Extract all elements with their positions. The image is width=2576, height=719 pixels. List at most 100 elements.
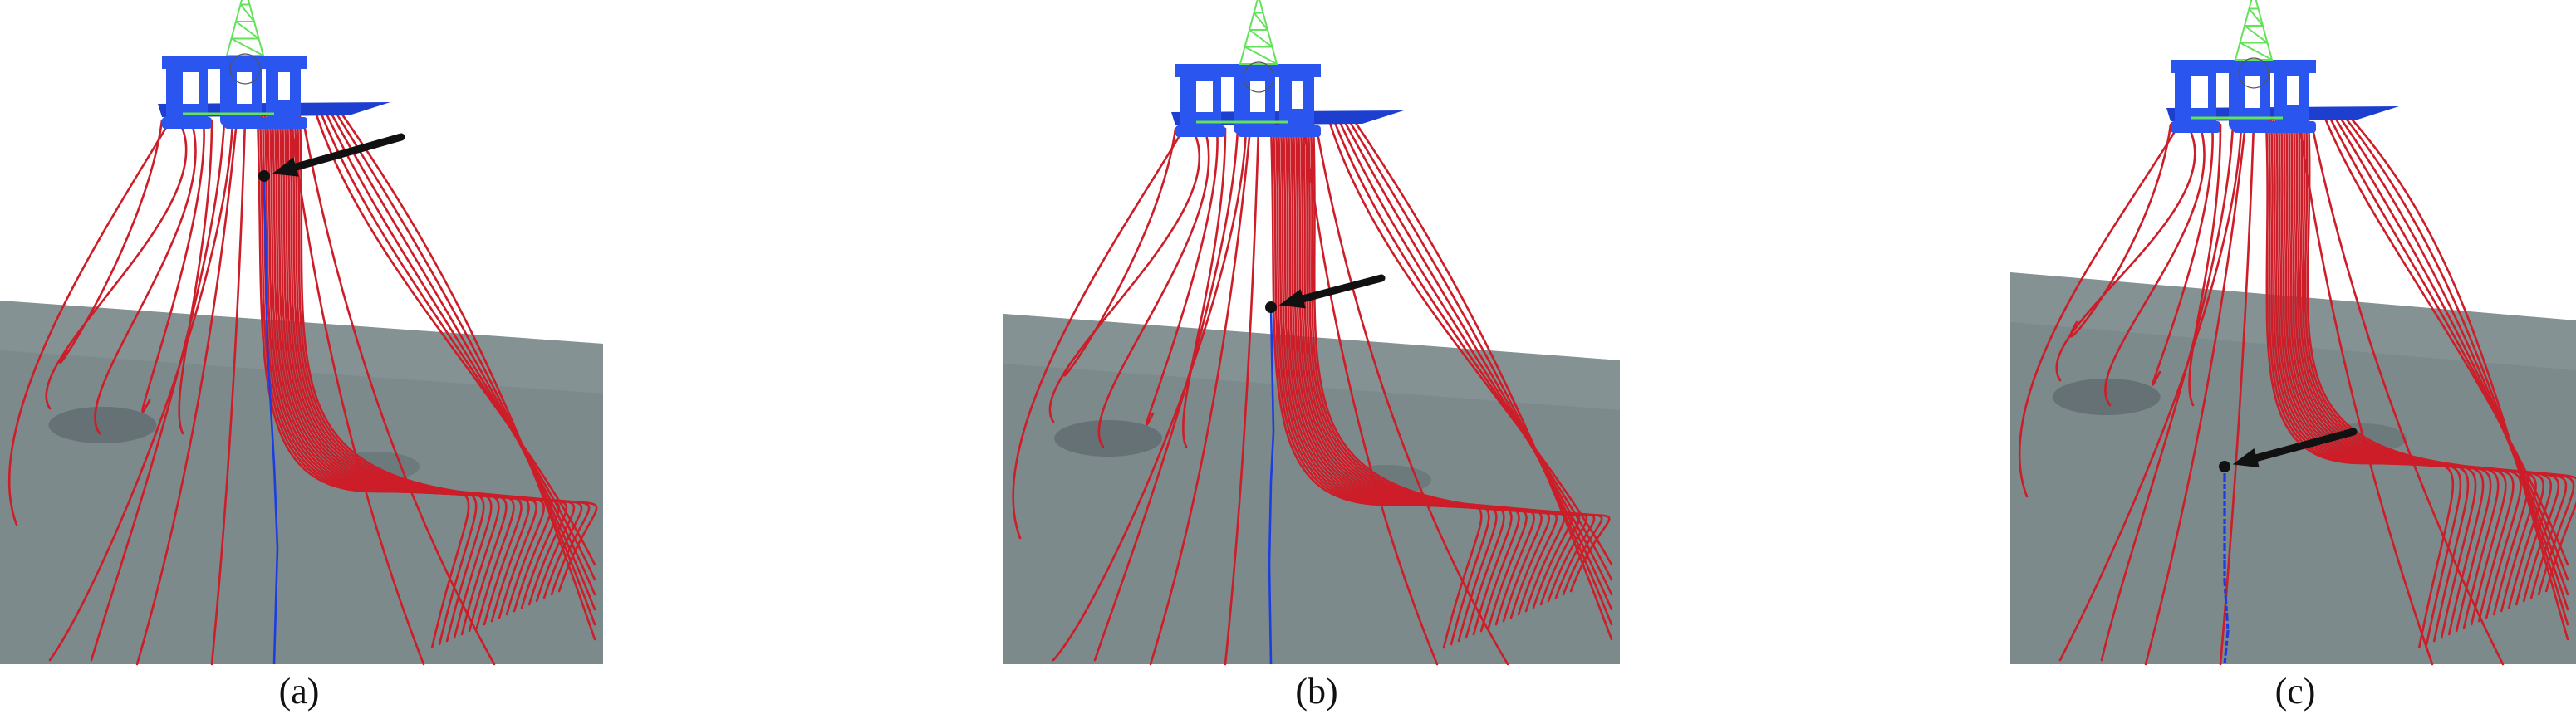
riser-line [2219,123,2255,666]
riser-line [2144,123,2247,666]
riser-line [314,110,596,566]
platform-pontoon [224,117,307,129]
platform-opening [2287,76,2299,105]
platform-opening [2191,76,2208,108]
platform-opening [2245,76,2260,108]
pointer-arrow-icon [272,133,405,177]
riser-line [2298,123,2434,666]
seabed-shadow [48,407,157,443]
derrick-brace [2248,7,2264,27]
riser-line [2058,123,2243,662]
riser-line [339,110,596,641]
riser-line [7,119,172,526]
riser-line [1149,127,1252,666]
riser-line [1342,119,1613,611]
riser-line [1315,127,1509,666]
derrick-brace [235,21,260,40]
riser-line [2348,115,2569,641]
riser-line [329,110,596,611]
riser-line [141,119,205,413]
caption-panel-a: (a) [278,671,320,712]
riser-line [1182,127,1227,448]
riser-line [1224,127,1260,666]
pointer-arrow-icon [1278,274,1386,309]
semi-submersible-platform-icon [2166,60,2399,133]
riser-line [48,119,234,662]
arrow-head [272,157,299,177]
semi-submersible-platform-icon [1171,64,1404,137]
dropped-object-marker-icon [1265,301,1277,313]
derrick-brace [239,3,255,22]
riser-line [45,119,188,410]
riser-line [296,115,591,596]
riser-line [59,119,164,364]
riser-line [1303,127,1439,666]
derrick-brace [1249,29,1273,48]
derrick-brace [2240,42,2273,61]
riser-line [2310,123,2505,666]
derrick-tower-icon [1239,0,1278,65]
riser-line [94,119,197,435]
dropped-object-marker-icon [258,170,270,182]
dropped-object-trajectory [1268,306,1275,665]
riser-line [2323,115,2569,566]
riser-line [1048,127,1200,423]
riser-line [1352,119,1613,641]
caption-panel-b: (b) [1295,671,1338,712]
platform-opening [183,72,199,104]
riser-line [319,110,596,581]
riser-line [2328,115,2569,581]
platform-pontoon [1175,125,1225,137]
riser-line [1052,127,1248,662]
riser-line [210,119,247,666]
risers-group [2018,115,2576,666]
riser-line [1309,123,1603,596]
riser-line [1307,123,1596,599]
riser-line [2055,123,2196,382]
platform-opening [1292,81,1303,109]
arrow-shaft [2253,428,2358,462]
riser-line [1097,127,1210,448]
seabed-plane [2010,272,2576,664]
riser-line [291,115,576,603]
riser-line [2333,115,2569,596]
riser-line [2152,123,2214,386]
seabed-shadow [1054,420,1163,457]
riser-line [2338,115,2569,611]
riser-line [334,110,596,626]
arrow-head [2232,448,2260,468]
arrow-shaft [1299,274,1386,303]
platform-upper-deck [162,56,307,69]
riser-line [1312,123,1611,593]
seabed-plane [1003,314,1620,664]
riser-line [2104,123,2206,407]
platform-opening [278,72,290,100]
riser-line [1062,127,1177,377]
riser-line [1337,119,1613,596]
riser-line [90,119,226,662]
riser-line [324,110,596,596]
platform-pontoon [1238,125,1321,137]
panel-c [2010,0,2576,666]
dropped-object-marker-icon [2219,461,2230,472]
panel-a [0,0,603,666]
caption-panel-c: (c) [2274,671,2316,712]
derrick-tower-icon [2234,0,2274,61]
arrow-shaft [292,133,405,171]
riser-line [2343,115,2569,626]
derrick-brace [1244,46,1278,65]
riser-line [293,115,583,599]
derrick-brace [1253,12,1268,31]
crane-ring [229,53,261,85]
derrick-tower-icon [225,0,265,56]
riser-line [1012,127,1185,540]
riser-line [1347,119,1613,626]
riser-line [2306,119,2576,593]
platform-pontoon [162,117,212,129]
risers-group [7,110,598,666]
pointer-arrow-icon [2232,428,2358,468]
riser-line [1332,119,1613,581]
crane-ring [1243,61,1274,93]
panel-b [1003,0,1620,666]
